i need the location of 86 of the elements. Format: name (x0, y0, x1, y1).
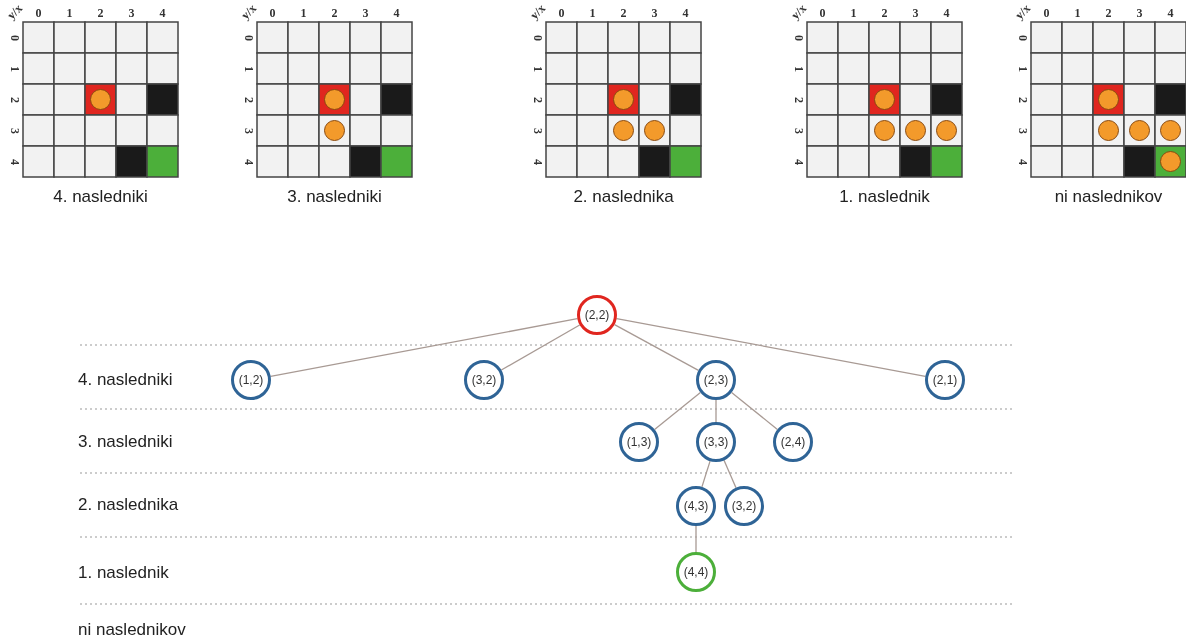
state-circle: (3,2) (724, 486, 764, 526)
column-number: 1 (589, 5, 596, 21)
axis-header: y/x (4, 1, 26, 23)
state-circle: (2,1) (925, 360, 965, 400)
column-number: 4 (159, 5, 166, 21)
axis-header: y/x (788, 1, 810, 23)
grid-caption: 1. naslednik (839, 187, 930, 207)
row-number: 0 (1014, 34, 1030, 41)
column-number: 0 (269, 5, 276, 21)
state-circle: (4,3) (676, 486, 716, 526)
tree-edge (730, 391, 779, 431)
state-circle: (3,3) (696, 422, 736, 462)
row-number: 1 (1014, 65, 1030, 72)
state-circle: (2,2) (577, 295, 617, 335)
row-number: 3 (1014, 127, 1030, 134)
column-number: 1 (850, 5, 857, 21)
column-number: 2 (620, 5, 627, 21)
state-circle: (4,4) (676, 552, 716, 592)
row-number: 4 (529, 158, 545, 165)
column-number: 4 (393, 5, 400, 21)
row-number: 4 (6, 158, 22, 165)
column-number: 4 (943, 5, 950, 21)
row-number: 3 (240, 127, 256, 134)
state-circle: (3,2) (464, 360, 504, 400)
tree-edge (701, 460, 711, 488)
column-number: 1 (300, 5, 307, 21)
column-number: 1 (1074, 5, 1081, 21)
grid-caption: 3. nasledniki (287, 187, 382, 207)
row-number: 0 (240, 34, 256, 41)
column-number: 2 (1105, 5, 1112, 21)
state-circle: (1,3) (619, 422, 659, 462)
tree-edge (653, 391, 702, 431)
column-number: 0 (1043, 5, 1050, 21)
column-number: 3 (912, 5, 919, 21)
tree-edge (616, 318, 926, 377)
axis-header: y/x (527, 1, 549, 23)
level-label: 4. nasledniki (78, 370, 173, 390)
tree-edge (715, 399, 717, 423)
row-number: 3 (790, 127, 806, 134)
row-number: 0 (6, 34, 22, 41)
row-number: 1 (790, 65, 806, 72)
column-number: 0 (558, 5, 565, 21)
column-number: 2 (331, 5, 338, 21)
row-number: 4 (790, 158, 806, 165)
column-number: 3 (651, 5, 658, 21)
row-number: 2 (1014, 96, 1030, 103)
row-number: 2 (529, 96, 545, 103)
column-number: 0 (819, 5, 826, 21)
row-number: 2 (240, 96, 256, 103)
tree-edge (270, 318, 578, 377)
tree-edge (613, 323, 700, 372)
grid-caption: ni naslednikov (1054, 187, 1163, 207)
column-number: 2 (97, 5, 104, 21)
level-label: 1. naslednik (78, 563, 169, 583)
level-label: ni naslednikov (78, 620, 186, 639)
row-number: 0 (790, 34, 806, 41)
row-number: 0 (529, 34, 545, 41)
column-number: 2 (881, 5, 888, 21)
axis-header: y/x (238, 1, 260, 23)
level-label: 3. nasledniki (78, 432, 173, 452)
grid-caption: 4. nasledniki (53, 187, 148, 207)
state-circle: (1,2) (231, 360, 271, 400)
column-number: 4 (682, 5, 689, 21)
row-number: 3 (6, 127, 22, 134)
row-number: 2 (6, 96, 22, 103)
column-number: 4 (1167, 5, 1174, 21)
level-label: 2. naslednika (78, 495, 179, 515)
row-number: 4 (240, 158, 256, 165)
row-number: 1 (6, 65, 22, 72)
axis-header: y/x (1012, 1, 1034, 23)
row-number: 1 (240, 65, 256, 72)
state-circle: (2,3) (696, 360, 736, 400)
state-circle: (2,4) (773, 422, 813, 462)
column-number: 1 (66, 5, 73, 21)
grid-caption: 2. naslednika (573, 187, 674, 207)
column-number: 0 (35, 5, 42, 21)
tree-edge (500, 324, 581, 371)
tree-edge (723, 459, 737, 489)
row-number: 2 (790, 96, 806, 103)
column-number: 3 (1136, 5, 1143, 21)
row-number: 3 (529, 127, 545, 134)
row-number: 4 (1014, 158, 1030, 165)
row-number: 1 (529, 65, 545, 72)
column-number: 3 (362, 5, 369, 21)
column-number: 3 (128, 5, 135, 21)
tree-edge (695, 525, 697, 553)
